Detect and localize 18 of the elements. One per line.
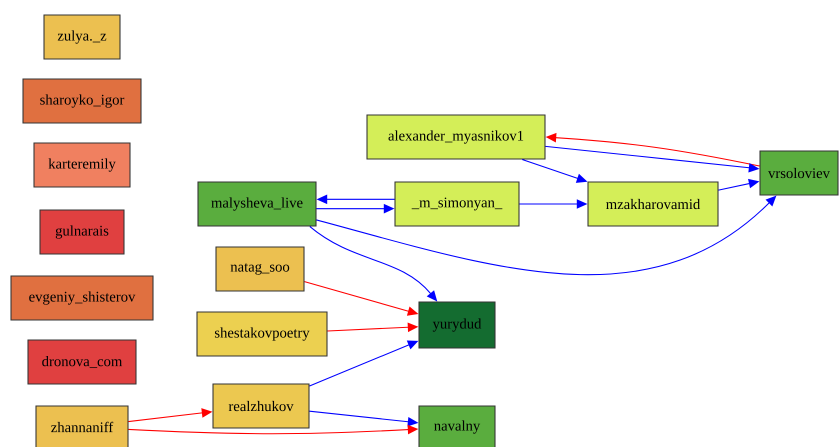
account-box: natag_soo [215, 246, 305, 292]
account-box: malysheva_live [197, 181, 317, 227]
account-box: vrsoloviev [759, 150, 839, 196]
account-box: sharoyko_igor [22, 78, 142, 124]
account-box: gulnarais [39, 209, 125, 255]
account-box: karteremily [33, 142, 131, 188]
account-box: mzakharovamid [587, 181, 719, 227]
account-box: shestakovpoetry [196, 311, 328, 357]
account-box: _m_simonyan_ [394, 181, 520, 227]
account-box: zulya._z [43, 14, 121, 60]
account-box: realzhukov [212, 383, 310, 429]
account-box: zhannaniff [35, 405, 129, 447]
account-box: evgeniy_shisterov [10, 275, 154, 321]
account-box: dronova_com [27, 339, 137, 385]
account-box: alexander_myasnikov1 [366, 114, 546, 160]
account-box: yurydud [418, 301, 496, 349]
arrow [316, 196, 776, 275]
account-box: navalny [418, 405, 496, 447]
